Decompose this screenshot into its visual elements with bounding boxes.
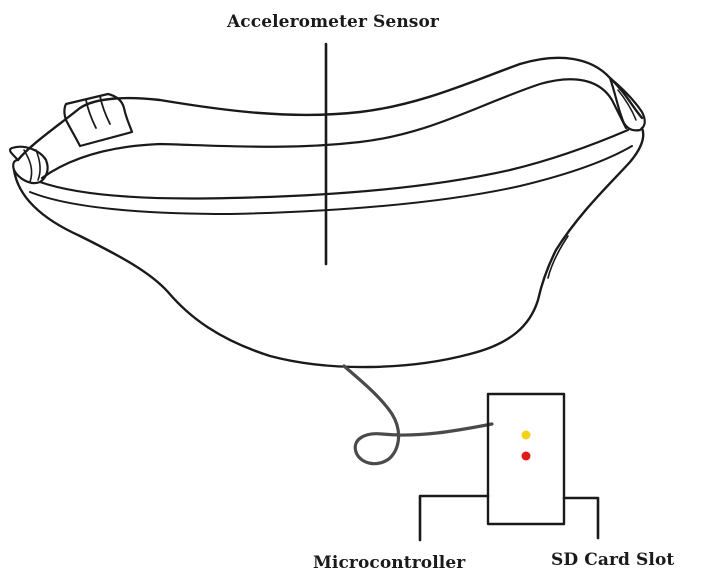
- band-left-end: [8, 145, 49, 185]
- led-red: [521, 451, 531, 461]
- band-second-edge: [29, 145, 633, 215]
- band-buckle: [63, 92, 134, 148]
- band-lower-edge: [38, 128, 630, 200]
- band-right-end-detail: [617, 89, 637, 121]
- sd-card-leader-line: [562, 496, 600, 540]
- cable: [342, 364, 494, 466]
- microcontroller-box: [486, 392, 566, 526]
- band-buckle-notch: [85, 95, 111, 129]
- microcontroller-label: Microcontroller: [313, 553, 466, 573]
- sd-card-slot-label: SD Card Slot: [551, 550, 675, 570]
- band-rim-inner: [40, 78, 628, 180]
- microcontroller-leader-line: [418, 494, 490, 542]
- band-right-end: [608, 76, 646, 132]
- led-yellow: [521, 430, 531, 440]
- accelerometer-sensor-label: Accelerometer Sensor: [227, 12, 439, 32]
- band-rim-outer: [16, 56, 644, 162]
- cap-body: [12, 126, 645, 369]
- cap-seam: [547, 235, 569, 279]
- band-left-end-detail: [23, 149, 41, 183]
- headband-sketch: [8, 56, 646, 369]
